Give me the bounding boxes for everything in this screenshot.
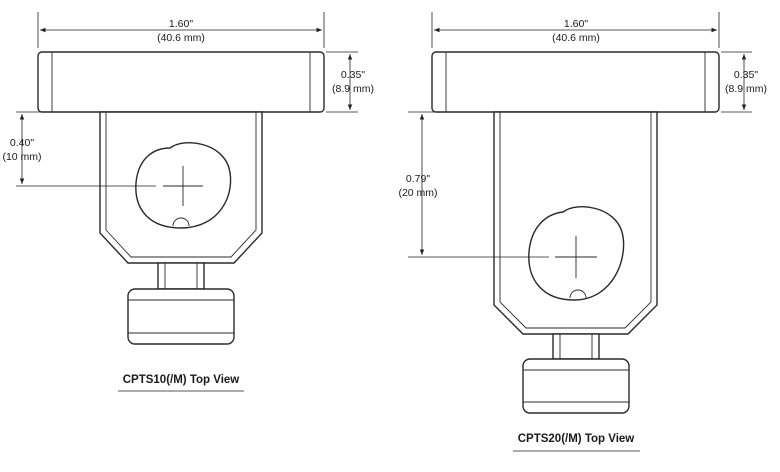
- figure-cpts20: 1.60" (40.6 mm) 0.35" (8.9 mm): [398, 12, 767, 452]
- offset-dim-inch: 0.79": [406, 173, 430, 185]
- caption-cpts20: CPTS20(/M) Top View: [513, 433, 640, 452]
- thumbscrew: [522, 333, 630, 414]
- offset-dim-mm: (10 mm): [2, 151, 41, 163]
- figure-cpts10: 1.60" (40.6 mm) 0.35" (8.9 mm): [2, 12, 374, 392]
- width-dim-inch: 1.60": [564, 18, 588, 30]
- thickness-dim-inch: 0.35": [341, 69, 365, 81]
- mounting-hole: [528, 206, 625, 301]
- offset-dim-inch: 0.40": [10, 137, 34, 149]
- thickness-dim-inch: 0.35": [734, 69, 758, 81]
- width-dimension: 1.60" (40.6 mm): [431, 12, 720, 48]
- thickness-dimension: 0.35" (8.9 mm): [326, 51, 374, 113]
- width-dim-inch: 1.60": [169, 18, 193, 30]
- caption-cpts10: CPTS10(/M) Top View: [118, 374, 244, 392]
- width-dim-mm: (40.6 mm): [157, 32, 205, 44]
- offset-dim-mm: (20 mm): [398, 187, 437, 199]
- thickness-dim-mm: (8.9 mm): [332, 83, 374, 95]
- thickness-dimension: 0.35" (8.9 mm): [721, 51, 767, 113]
- mounting-hole: [135, 142, 232, 229]
- base-plate: [431, 51, 720, 113]
- base-plate: [37, 51, 325, 113]
- offset-dimension: 0.79" (20 mm): [398, 111, 549, 258]
- caption-text: CPTS20(/M) Top View: [518, 433, 635, 445]
- thumbscrew: [127, 262, 235, 345]
- width-dim-mm: (40.6 mm): [552, 32, 600, 44]
- width-dimension: 1.60" (40.6 mm): [37, 12, 325, 48]
- thickness-dim-mm: (8.9 mm): [725, 83, 767, 95]
- offset-dimension: 0.40" (10 mm): [2, 111, 156, 187]
- caption-text: CPTS10(/M) Top View: [123, 374, 240, 386]
